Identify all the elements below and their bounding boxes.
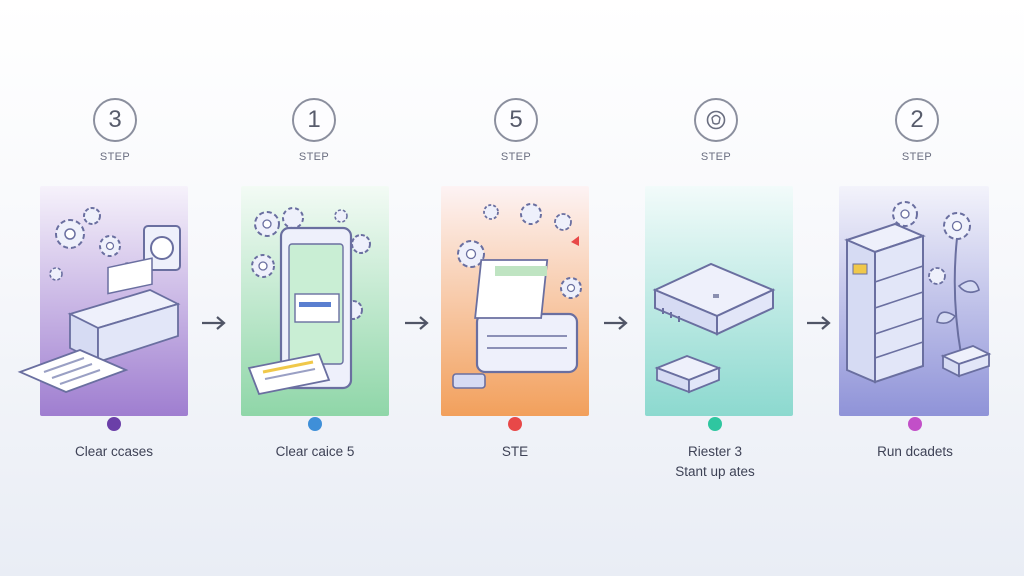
arrow-right-icon bbox=[604, 316, 628, 330]
gear-icon bbox=[254, 211, 280, 237]
step-4-label: STEP bbox=[700, 151, 732, 163]
gear-icon bbox=[457, 240, 485, 268]
step-1-illustration-panel bbox=[17, 186, 188, 416]
router-device-illustration bbox=[652, 262, 776, 394]
gear-icon bbox=[892, 201, 918, 227]
gear-icon bbox=[83, 207, 101, 225]
gear-icon bbox=[55, 219, 85, 249]
step-4-icon-badge bbox=[694, 98, 738, 142]
device-cache-illustration bbox=[247, 207, 371, 396]
step-1-number-badge: 3 bbox=[93, 98, 137, 142]
step-4-caption: Riester 3 Stant up ates bbox=[615, 442, 815, 482]
gear-icon bbox=[520, 203, 542, 225]
gear-icon bbox=[99, 235, 121, 257]
step-5-illustration-panel bbox=[839, 186, 992, 416]
step-1-label: STEP bbox=[99, 151, 131, 163]
step-3-illustration-panel bbox=[441, 186, 589, 416]
step-4-caption-second-line: Stant up ates bbox=[675, 464, 755, 479]
gear-icon bbox=[560, 277, 582, 299]
step-5-label: STEP bbox=[901, 151, 933, 163]
step-2-number-badge: 1 bbox=[292, 98, 336, 142]
gear-icon bbox=[49, 267, 63, 281]
step-3-label: STEP bbox=[500, 151, 532, 163]
step-5-caption: Run dcadets bbox=[877, 444, 953, 459]
step-1-dot bbox=[107, 417, 121, 431]
server-rack-illustration bbox=[844, 201, 992, 384]
gear-icon bbox=[282, 207, 304, 229]
gear-icon bbox=[928, 267, 946, 285]
step-2-dot bbox=[308, 417, 322, 431]
gear-icon bbox=[943, 212, 971, 240]
gear-icon bbox=[334, 209, 348, 223]
settings-circle-icon bbox=[706, 110, 726, 130]
step-2-illustration-panel bbox=[241, 186, 389, 416]
gear-icon bbox=[251, 254, 275, 278]
gear-icon bbox=[351, 234, 371, 254]
step-5-number-badge: 2 bbox=[895, 98, 939, 142]
step-5-dot bbox=[908, 417, 922, 431]
device-tray-illustration bbox=[452, 203, 582, 389]
arrow-right-icon bbox=[807, 316, 831, 330]
step-3-caption: STE bbox=[501, 444, 529, 459]
step-4-dot bbox=[708, 417, 722, 431]
arrow-right-icon bbox=[405, 316, 429, 330]
step-2-caption: Clear caice 5 bbox=[275, 444, 355, 459]
step-1-caption: Clear ccases bbox=[74, 444, 154, 459]
server-setup-illustration bbox=[17, 207, 181, 393]
step-2-label: STEP bbox=[298, 151, 330, 163]
arrow-right-icon bbox=[202, 316, 226, 330]
step-4-illustration-panel bbox=[645, 186, 793, 416]
step-3-dot bbox=[508, 417, 522, 431]
gear-icon bbox=[483, 204, 499, 220]
step-3-number-badge: 5 bbox=[494, 98, 538, 142]
gear-icon bbox=[554, 213, 572, 231]
